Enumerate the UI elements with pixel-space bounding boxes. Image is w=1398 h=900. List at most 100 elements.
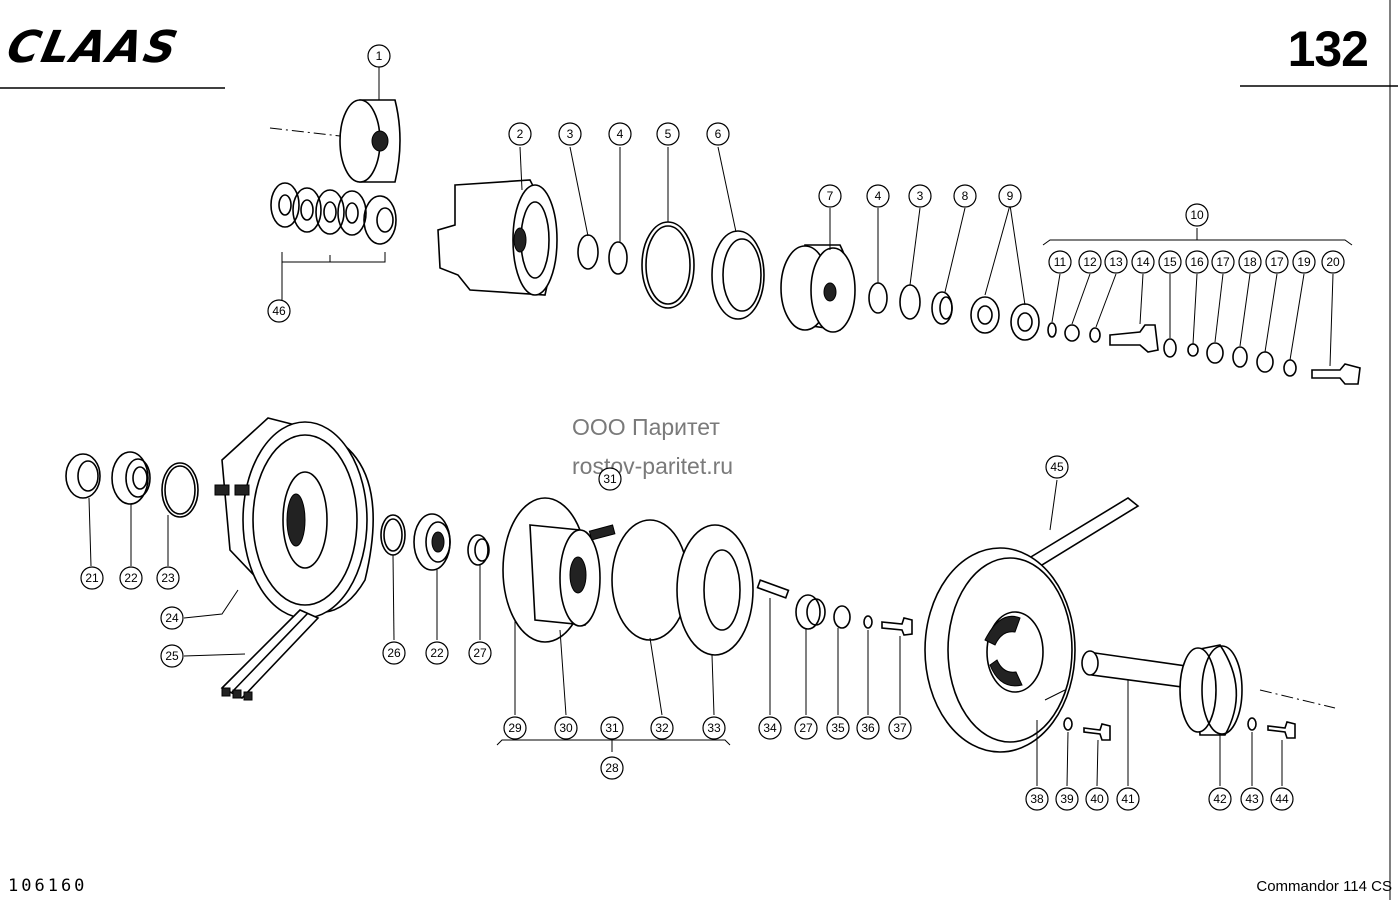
callout-label: 6 xyxy=(715,127,722,141)
callout-21: 21 xyxy=(80,566,104,590)
callout-circle xyxy=(1265,250,1289,274)
part-22-bearing xyxy=(111,451,151,505)
callout-27: 27 xyxy=(794,716,818,740)
parts-43-44-bolt xyxy=(1247,717,1296,739)
part-42-flange xyxy=(1179,644,1336,736)
part-2-clutch-housing xyxy=(437,179,558,296)
callout-32: 32 xyxy=(650,716,674,740)
callout-circle xyxy=(160,644,184,668)
callout-17: 17 xyxy=(1265,250,1289,274)
parts-11-20-valve-assembly xyxy=(1047,322,1361,385)
callout-16: 16 xyxy=(1185,250,1209,274)
callout-circle xyxy=(953,184,977,208)
callout-circle xyxy=(598,467,622,491)
callout-circle xyxy=(425,641,449,665)
callout-22: 22 xyxy=(119,566,143,590)
part-1-pulley-hub xyxy=(269,99,401,183)
callout-circle xyxy=(1048,250,1072,274)
callout-label: 8 xyxy=(962,189,969,203)
callout-label: 30 xyxy=(559,721,573,735)
callout-circle xyxy=(706,122,730,146)
callout-circle xyxy=(1270,787,1294,811)
callout-circle xyxy=(1104,250,1128,274)
callout-13: 13 xyxy=(1104,250,1128,274)
watermark-website: rostov-paritet.ru xyxy=(572,453,734,479)
callout-label: 17 xyxy=(1216,255,1230,269)
callout-circle xyxy=(650,716,674,740)
callout-label: 21 xyxy=(85,571,99,585)
part-6-ring xyxy=(711,230,765,320)
callout-label: 11 xyxy=(1054,255,1067,269)
callout-3: 3 xyxy=(908,184,932,208)
callout-20: 20 xyxy=(1321,250,1345,274)
callout-circle xyxy=(888,716,912,740)
callout-28: 28 xyxy=(600,756,624,780)
callout-circle xyxy=(998,184,1022,208)
callout-38: 38 xyxy=(1025,787,1049,811)
callout-39: 39 xyxy=(1055,787,1079,811)
callout-27: 27 xyxy=(468,641,492,665)
callout-23: 23 xyxy=(156,566,180,590)
callout-circle xyxy=(558,122,582,146)
part-8-bushing xyxy=(931,291,953,325)
callout-label: 31 xyxy=(605,721,619,735)
part-46-shim-washers xyxy=(270,182,397,300)
callout-label: 25 xyxy=(165,649,179,663)
callout-4: 4 xyxy=(866,184,890,208)
callout-circle xyxy=(468,641,492,665)
model-name: Commandor 114 CS xyxy=(1256,878,1392,895)
callout-7: 7 xyxy=(818,184,842,208)
callout-circle xyxy=(1321,250,1345,274)
callout-26: 26 xyxy=(382,641,406,665)
callout-circle xyxy=(503,716,527,740)
callout-31: 31 xyxy=(598,467,622,491)
callout-label: 10 xyxy=(1190,208,1204,222)
callout-14: 14 xyxy=(1131,250,1155,274)
callout-12: 12 xyxy=(1078,250,1102,274)
callout-circle xyxy=(119,566,143,590)
part-41-shaft xyxy=(1081,650,1207,691)
part-4-ring-b xyxy=(868,282,888,314)
callout-42: 42 xyxy=(1208,787,1232,811)
callout-label: 3 xyxy=(917,189,924,203)
callout-label: 40 xyxy=(1090,792,1104,806)
callout-circle xyxy=(1238,250,1262,274)
part-3-ring-b xyxy=(899,284,921,320)
part-24-belt-pulley xyxy=(214,417,374,619)
callout-circle xyxy=(156,566,180,590)
callout-label: 5 xyxy=(665,127,672,141)
parts-29-33-clutch-assembly xyxy=(502,497,754,656)
callout-label: 3 xyxy=(567,127,574,141)
callout-label: 44 xyxy=(1275,792,1289,806)
callout-circle xyxy=(382,641,406,665)
callout-circle xyxy=(554,716,578,740)
callout-2: 2 xyxy=(508,122,532,146)
callout-30: 30 xyxy=(554,716,578,740)
callout-label: 9 xyxy=(1007,189,1014,203)
callout-label: 14 xyxy=(1136,255,1150,269)
callout-circle xyxy=(656,122,680,146)
part-3-ring xyxy=(577,234,599,270)
part-21-seal xyxy=(65,453,101,499)
callout-37: 37 xyxy=(888,716,912,740)
callout-25: 25 xyxy=(160,644,184,668)
callout-circle xyxy=(1078,250,1102,274)
callout-22: 22 xyxy=(425,641,449,665)
leader-lines xyxy=(88,67,1334,787)
part-5-ring xyxy=(641,221,695,309)
callout-label: 19 xyxy=(1297,255,1311,269)
callout-circle xyxy=(1085,787,1109,811)
callout-label: 2 xyxy=(517,127,524,141)
callout-label: 43 xyxy=(1245,792,1259,806)
watermark-company: ООО Паритет xyxy=(572,414,720,440)
callout-label: 17 xyxy=(1270,255,1284,269)
callout-label: 33 xyxy=(707,721,721,735)
callout-44: 44 xyxy=(1270,787,1294,811)
callout-circle xyxy=(600,756,624,780)
callout-label: 13 xyxy=(1109,255,1123,269)
callout-circle xyxy=(600,716,624,740)
callout-8: 8 xyxy=(953,184,977,208)
callout-circle xyxy=(794,716,818,740)
callout-6: 6 xyxy=(706,122,730,146)
parts-34-37-fasteners xyxy=(756,579,913,636)
